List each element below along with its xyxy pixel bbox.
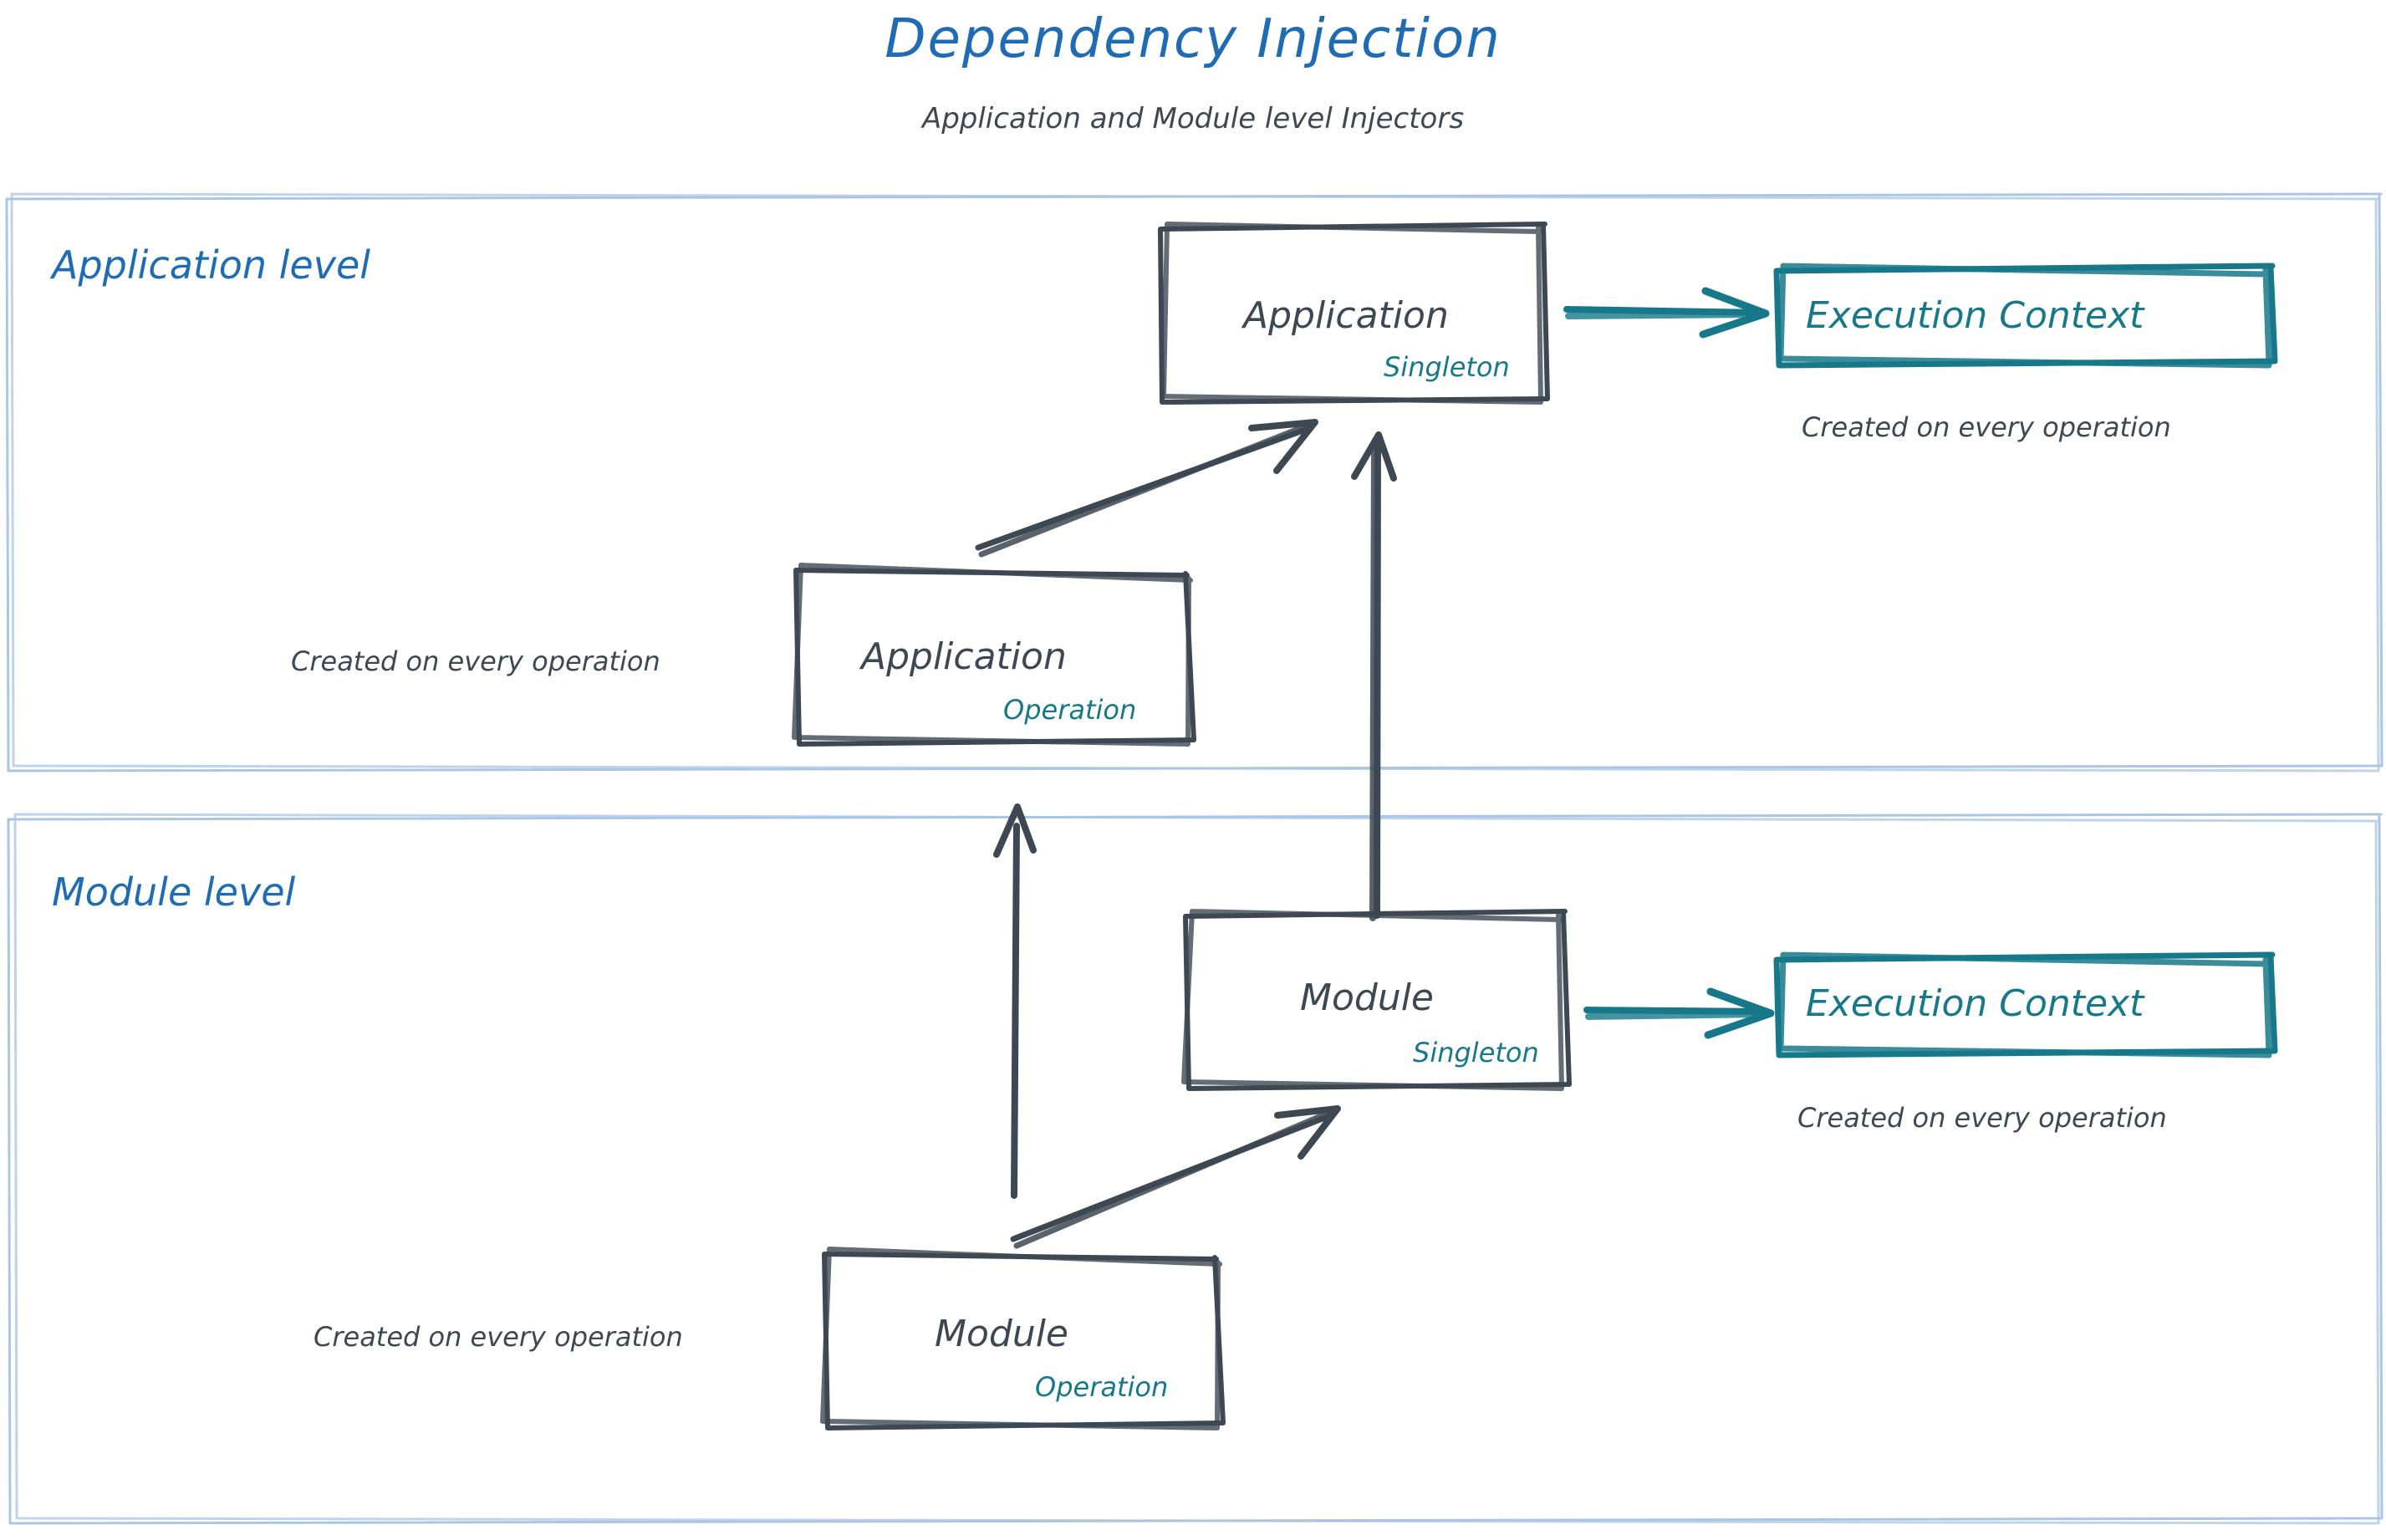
edge-module-singleton-to-execution-context bbox=[1583, 987, 1775, 1039]
node-scope-module-operation: Operation bbox=[1035, 1371, 1169, 1403]
edge-app-singleton-to-execution-context bbox=[1563, 287, 1770, 339]
note-module-operation: Created on every operation bbox=[314, 1321, 683, 1353]
node-label-module-singleton: Module bbox=[1300, 977, 1434, 1019]
node-scope-application-singleton: Singleton bbox=[1384, 351, 1510, 383]
node-scope-application-operation: Operation bbox=[1003, 694, 1137, 726]
panel-title-application-level: Application level bbox=[52, 242, 371, 288]
note-execution-context-application: Created on every operation bbox=[1802, 411, 2171, 443]
note-application-operation: Created on every operation bbox=[291, 645, 660, 677]
page-title: Dependency Injection bbox=[885, 8, 1501, 70]
note-execution-context-module: Created on every operation bbox=[1797, 1102, 2167, 1134]
node-scope-module-singleton: Singleton bbox=[1413, 1037, 1539, 1068]
node-label-module-operation: Module bbox=[935, 1313, 1068, 1355]
node-label-execution-context-module: Execution Context bbox=[1806, 982, 2144, 1025]
panel-title-module-level: Module level bbox=[52, 869, 296, 915]
edge-module-operation-to-app-operation bbox=[993, 803, 1037, 1199]
panel-frame-module-level bbox=[7, 813, 2383, 1525]
node-label-application-operation: Application bbox=[861, 635, 1067, 678]
edge-module-operation-to-module-singleton bbox=[1010, 1105, 1341, 1249]
page-subtitle: Application and Module level Injectors bbox=[921, 102, 1465, 135]
node-label-execution-context-application: Execution Context bbox=[1806, 294, 2144, 337]
edge-app-operation-to-app-singleton bbox=[975, 419, 1318, 558]
node-label-application-singleton: Application bbox=[1243, 294, 1449, 337]
edge-module-singleton-to-app-singleton bbox=[1351, 431, 1397, 921]
